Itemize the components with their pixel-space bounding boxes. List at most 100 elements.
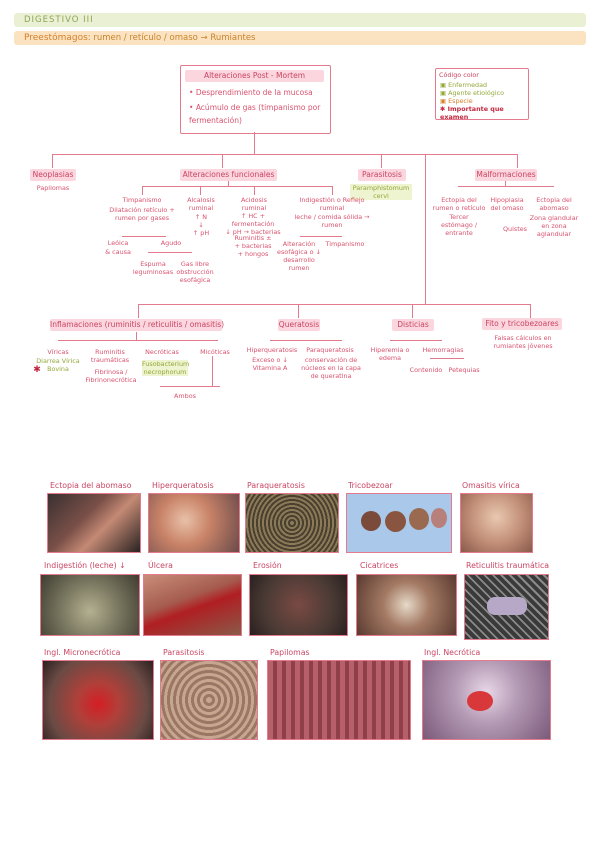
leoica-sub: & causa bbox=[98, 248, 138, 256]
color-legend: Código color ▣ Enfermedad ▣ Agente etiol… bbox=[435, 68, 529, 120]
acidosis-desc: ↑ HC + fermentación ↓ pH → bacterias bbox=[222, 212, 284, 236]
photo-caption: Ingl. Necrótica bbox=[424, 648, 480, 658]
ectopia-rumen-sub: Tercer estómago / entrante bbox=[434, 213, 484, 237]
acidosis-title: Acidosis ruminal bbox=[230, 196, 278, 212]
page-subtitle: Preestómagos: rumen / retículo / omaso →… bbox=[24, 31, 255, 45]
connector bbox=[138, 304, 139, 318]
neoplasias-sub: Papilomas bbox=[28, 184, 78, 192]
connector bbox=[160, 386, 220, 387]
fito-desc: Falsas cálculos en rumiantes jóvenes bbox=[488, 334, 558, 350]
photo-parasitosis bbox=[160, 660, 258, 740]
connector bbox=[390, 340, 442, 341]
contenido: Contenido bbox=[408, 366, 444, 374]
photo-caption: Tricobezoar bbox=[348, 481, 393, 491]
connector bbox=[148, 252, 192, 253]
important-star-icon: ✱ bbox=[32, 366, 42, 374]
gas-libre-sub: obstrucción esofágica bbox=[170, 268, 220, 284]
connector bbox=[332, 186, 333, 195]
hiperqueratosis: Hiperqueratosis bbox=[246, 346, 298, 354]
legend-entry-important: ✱ Importante que examen bbox=[440, 105, 528, 121]
node-parasitosis: Parasitosis bbox=[358, 169, 406, 181]
photo-necrotica bbox=[422, 660, 551, 740]
photo-micronecrotica bbox=[42, 660, 154, 740]
connector bbox=[270, 340, 342, 341]
photo-indigestion-leche bbox=[40, 574, 140, 636]
acidosis-extra: Ruminitis ± + bacterias + hongos bbox=[226, 234, 280, 258]
photo-paraqueratosis bbox=[245, 493, 339, 553]
node-queratosis: Queratosis bbox=[278, 319, 320, 331]
petequias: Petequias bbox=[446, 366, 482, 374]
photo-caption: Omasitis vírica bbox=[462, 481, 520, 491]
subtitle-band: Preestómagos: rumen / retículo / omaso →… bbox=[14, 31, 586, 45]
photo-caption: Ectopia del abomaso bbox=[50, 481, 132, 491]
connector bbox=[517, 154, 518, 168]
hiperemia: Hiperemia o edema bbox=[370, 346, 410, 362]
inflam-abrasivas: Ruminitis traumáticas bbox=[86, 348, 134, 364]
gas-libre: Gas libre bbox=[170, 260, 220, 268]
connector bbox=[298, 304, 299, 318]
photo-caption: Hiperqueratosis bbox=[152, 481, 214, 491]
inflam-necroticas: Necróticas bbox=[140, 348, 184, 356]
photo-caption: Paraqueratosis bbox=[247, 481, 305, 491]
connector bbox=[142, 186, 143, 195]
connector bbox=[430, 358, 464, 359]
legend-title: Código color bbox=[439, 71, 527, 79]
node-disticias: Disticias bbox=[392, 319, 434, 331]
post-mortem-item-1: • Desprendimiento de la mucosa bbox=[189, 88, 327, 98]
inflam-viricas: Víricas bbox=[38, 348, 78, 356]
connector bbox=[458, 186, 554, 187]
connector bbox=[138, 304, 530, 305]
connector bbox=[300, 236, 342, 237]
ectopia-rumen: Ectopia del rumen o retículo bbox=[432, 196, 486, 212]
timpanismo-desc: Dilatación retículo + rumen por gases bbox=[108, 206, 176, 222]
inflam-micoticas: Micóticas bbox=[195, 348, 235, 356]
inflam-ambos: Ambos bbox=[170, 392, 200, 400]
connector bbox=[58, 340, 218, 341]
connector bbox=[142, 186, 332, 187]
photo-omasitis-virica bbox=[460, 493, 533, 553]
photo-papilomas bbox=[267, 660, 411, 740]
alcalosis-desc: ↑ N ↓ ↑ pH bbox=[184, 213, 218, 237]
connector bbox=[412, 304, 413, 318]
indigestion-timpanismo: Timpanismo bbox=[322, 240, 368, 248]
hemorragias: Hemorragias bbox=[418, 346, 468, 354]
photo-ulcera bbox=[143, 574, 242, 636]
title-band: DIGESTIVO III bbox=[14, 13, 586, 27]
photo-hiperqueratosis bbox=[148, 493, 240, 553]
paraqueratosis-sub: conservación de núcleos en la capa de qu… bbox=[300, 356, 362, 380]
connector bbox=[122, 236, 166, 237]
photo-caption: Úlcera bbox=[148, 561, 173, 571]
photo-reticulitis-traumatica bbox=[464, 574, 549, 640]
legend-entry-disease: ▣ Enfermedad bbox=[440, 81, 528, 89]
timpanismo-agudo: Agudo bbox=[156, 239, 186, 247]
connector bbox=[228, 181, 229, 186]
node-neoplasias: Neoplasias bbox=[30, 169, 76, 181]
post-mortem-title: Alteraciones Post - Mortem bbox=[185, 70, 324, 82]
photo-tricobezoar bbox=[346, 493, 452, 553]
connector bbox=[200, 186, 201, 195]
node-fito: Fito y tricobezoares bbox=[482, 318, 562, 330]
photo-cicatrices bbox=[356, 574, 457, 636]
photo-ectopia-abomaso bbox=[47, 493, 141, 553]
indigestion-title: Indigestión o Reflejo ruminal bbox=[292, 196, 372, 212]
timpanismo-title: Timpanismo bbox=[110, 196, 174, 204]
photo-caption: Indigestión (leche) ↓ bbox=[44, 561, 126, 571]
post-mortem-box: Alteraciones Post - Mortem • Desprendimi… bbox=[180, 65, 331, 134]
timpanismo-leoica: Leóica bbox=[100, 239, 136, 247]
photo-caption: Cicatrices bbox=[360, 561, 398, 571]
post-mortem-item-2: • Acúmulo de gas (timpanismo por ferment… bbox=[189, 101, 327, 127]
alcalosis-title: Alcalosis ruminal bbox=[180, 196, 222, 212]
ectopia-abomaso: Ectopia del abomaso bbox=[528, 196, 580, 212]
node-funcionales: Alteraciones funcionales bbox=[180, 169, 277, 181]
connector bbox=[212, 356, 213, 386]
connector bbox=[254, 186, 255, 195]
alteracion-esofagica: Alteración esofágica o ↓ desarrollo rume… bbox=[276, 240, 322, 272]
node-malformaciones: Malformaciones bbox=[475, 169, 537, 181]
connector bbox=[52, 154, 517, 155]
hipoplasia-omaso: Hipoplasia del omaso bbox=[486, 196, 528, 212]
photo-caption: Erosión bbox=[253, 561, 282, 571]
connector bbox=[254, 132, 255, 154]
paraqueratosis: Paraqueratosis bbox=[300, 346, 360, 354]
photo-caption: Parasitosis bbox=[163, 648, 204, 658]
ectopia-abomaso-sub: Zona glandular en zona aglandular bbox=[528, 214, 580, 238]
